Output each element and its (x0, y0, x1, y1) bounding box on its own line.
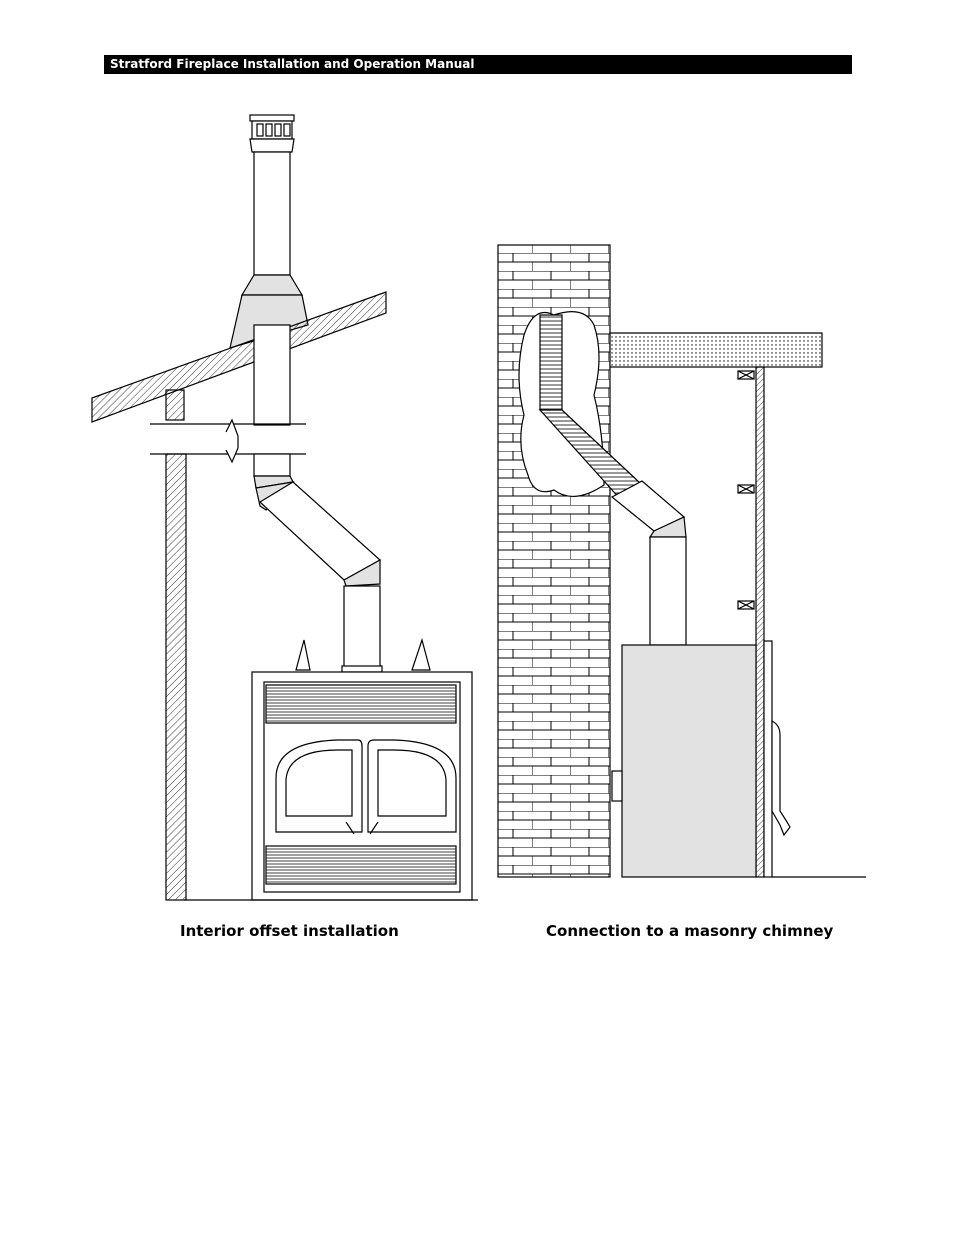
wall (165, 453, 187, 901)
wall (755, 366, 765, 878)
break-line (225, 418, 239, 464)
ceiling-joist (165, 389, 185, 421)
flue-collar-pipe (343, 585, 381, 672)
storm-collar (240, 274, 304, 296)
offset-pipe (259, 481, 382, 581)
masonry-chimney-diagram (497, 244, 866, 878)
document-header: Stratford Fireplace Installation and Ope… (104, 55, 852, 74)
caption-masonry-chimney: Connection to a masonry chimney (546, 922, 834, 940)
chimney-pipe (253, 151, 291, 276)
fireplace-unit (621, 644, 757, 878)
caption-interior-offset: Interior offset installation (180, 922, 399, 940)
document-title: Stratford Fireplace Installation and Ope… (110, 57, 475, 71)
ceiling-beam (609, 332, 823, 368)
chimney-liner (539, 314, 563, 411)
interior-offset-diagram (91, 114, 478, 901)
chimney-cap (249, 114, 295, 122)
